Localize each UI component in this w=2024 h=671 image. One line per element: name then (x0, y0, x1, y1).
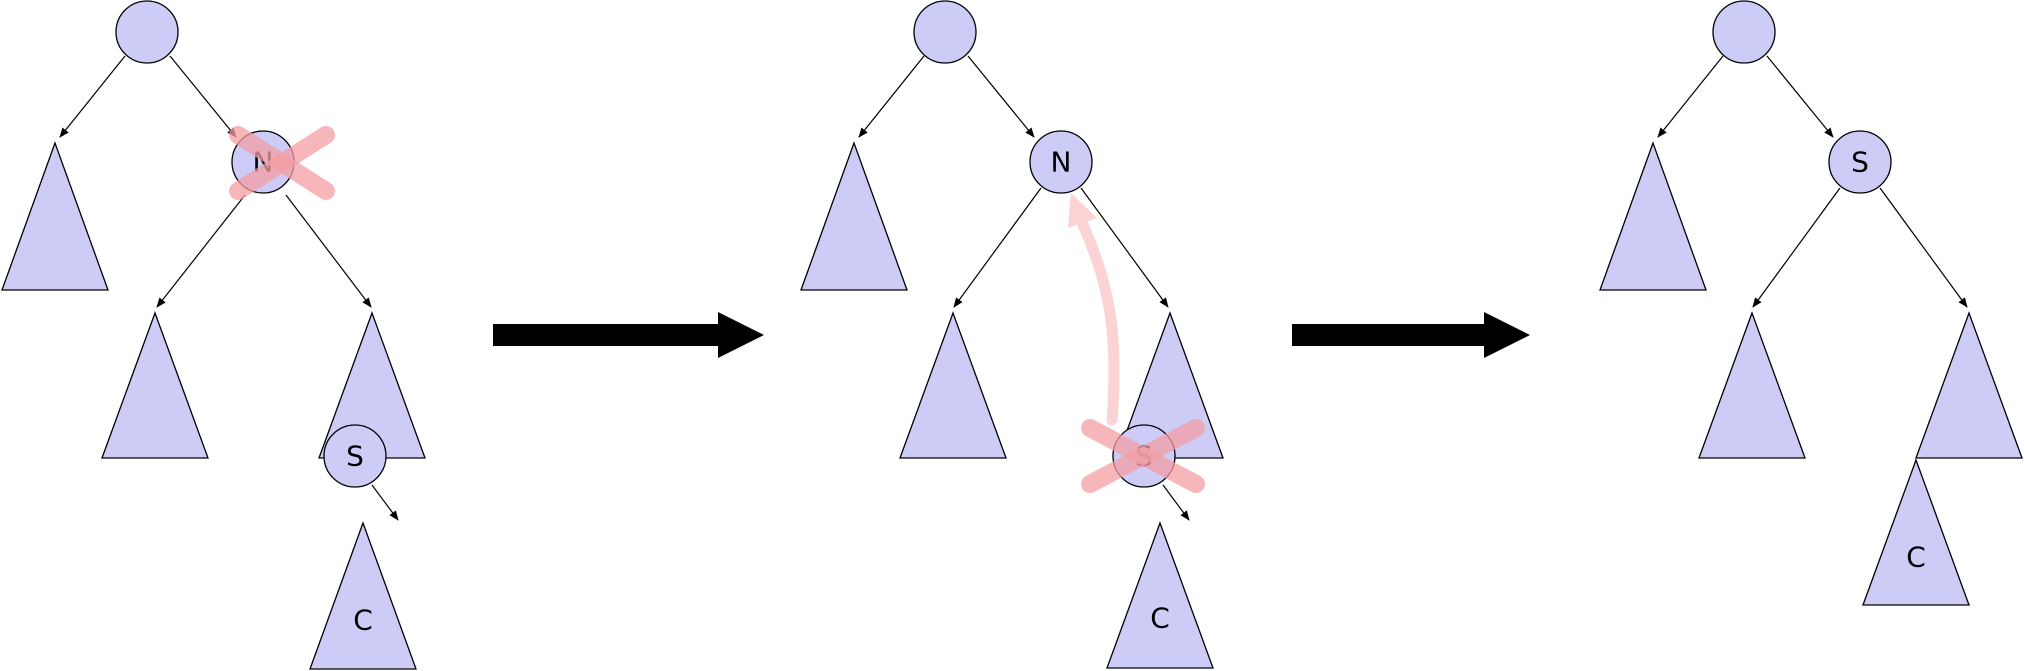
c-label: C (353, 604, 373, 637)
s-label: S (346, 440, 364, 473)
c-label: C (1906, 541, 1926, 574)
s-label: S (1851, 146, 1869, 179)
left-subtree (1, 141, 109, 291)
s-right-subtree (1915, 311, 2023, 459)
s-node (323, 424, 387, 488)
root-node (1712, 0, 1776, 64)
edge-n-left (156, 194, 246, 308)
edge-n-right (285, 194, 372, 308)
edge-s-right (1879, 187, 1968, 308)
step-arrow-1 (493, 312, 764, 358)
left-subtree (1599, 141, 1707, 291)
delete-cross-mark (1081, 419, 1205, 493)
c-label: C (1150, 602, 1170, 635)
edge-s-c (371, 484, 399, 521)
n-label: N (1051, 146, 1072, 179)
move-arrow (1068, 193, 1120, 426)
edge-s-left (1752, 187, 1841, 308)
root-node (913, 0, 977, 64)
step-arrow-2 (1292, 312, 1530, 358)
edge-root-s (1766, 55, 1834, 138)
edge-root-n (967, 55, 1035, 138)
edge-root-n (169, 55, 237, 138)
edge-root-left (59, 55, 126, 138)
delete-cross-mark (229, 126, 335, 200)
n-node (1029, 130, 1093, 194)
edge-root-left (858, 55, 925, 138)
edge-root-left (1657, 55, 1724, 138)
n-left-subtree (101, 311, 209, 459)
edge-n-left (953, 187, 1042, 308)
left-subtree (800, 141, 908, 291)
panel-before: C N S (1, 0, 426, 670)
panel-moving: C N S (800, 0, 1224, 669)
c-subtree (309, 521, 417, 670)
n-left-subtree (899, 311, 1007, 459)
root-node (115, 0, 179, 64)
s-node (1828, 130, 1892, 194)
edge-n-right (1080, 187, 1169, 308)
c-subtree (1106, 521, 1214, 669)
edge-s-c (1162, 484, 1190, 521)
s-left-subtree (1698, 311, 1806, 459)
c-subtree (1862, 458, 1970, 606)
panel-after: C S (1599, 0, 2023, 606)
